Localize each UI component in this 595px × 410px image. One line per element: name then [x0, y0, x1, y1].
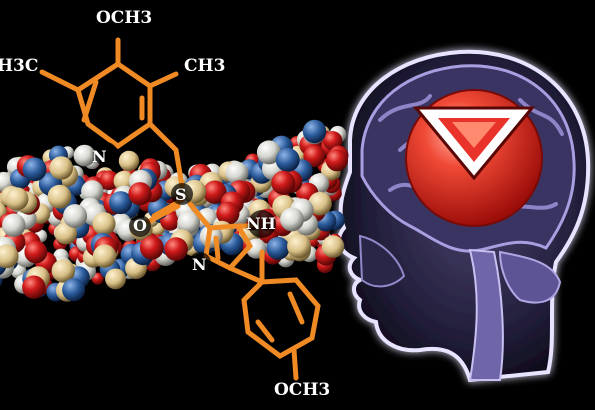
dna-atom [203, 180, 227, 204]
dna-atom [49, 156, 73, 180]
dna-atom [81, 180, 104, 203]
logo-emblem [405, 89, 543, 227]
dna-atom [302, 119, 327, 144]
dna-atom [118, 150, 140, 172]
dna-atom [303, 145, 326, 168]
dna-atom [216, 201, 240, 225]
dna-atom [62, 278, 86, 302]
dna-atom [2, 213, 26, 237]
dna-atom [24, 240, 48, 264]
dna-atom [105, 268, 126, 290]
dna-atom [22, 275, 46, 299]
dna-atom [225, 161, 249, 185]
label-nitrogen-imidazole: N [192, 255, 207, 274]
dna-atom [196, 208, 218, 230]
dna-atom [164, 237, 188, 261]
dna-atom [271, 170, 296, 195]
dna-atom [323, 131, 343, 151]
atom-nodes [94, 142, 276, 274]
dna-atom [139, 235, 164, 260]
dna-atom [54, 222, 78, 245]
label-methyl-left: H3C [0, 56, 39, 76]
label-methoxy-top: OCH3 [96, 8, 153, 28]
label-sulfur: S [175, 185, 187, 204]
dna-atom [325, 149, 348, 172]
label-oxygen: O [133, 216, 147, 235]
dna-atom [280, 207, 304, 232]
label-nh: NH [246, 214, 276, 233]
label-nitrogen-pyridine: N [92, 147, 107, 166]
label-methyl-right: CH3 [184, 56, 226, 76]
dna-atom [109, 191, 133, 215]
dna-atom [177, 211, 201, 234]
dna-atom [287, 234, 312, 259]
dna-atom [47, 184, 72, 209]
dna-atom [113, 170, 134, 192]
structural-formula-bonds [39, 37, 321, 381]
dna-atom [22, 157, 47, 182]
dna-atom [275, 147, 300, 172]
dna-atom [63, 204, 88, 229]
dna-atom [321, 235, 345, 258]
dna-atom [256, 140, 281, 165]
dna-atom [99, 170, 120, 191]
dna-atom [128, 182, 152, 206]
dna-atom [5, 187, 29, 211]
dna-atom [0, 244, 19, 269]
dna-atom [51, 259, 75, 283]
label-methoxy-bottom: OCH3 [274, 380, 331, 400]
dna-atom [92, 212, 116, 236]
dna-atom [73, 144, 96, 167]
dna-atom [266, 236, 290, 260]
dna-atom [92, 244, 117, 268]
dna-atom [308, 191, 332, 216]
